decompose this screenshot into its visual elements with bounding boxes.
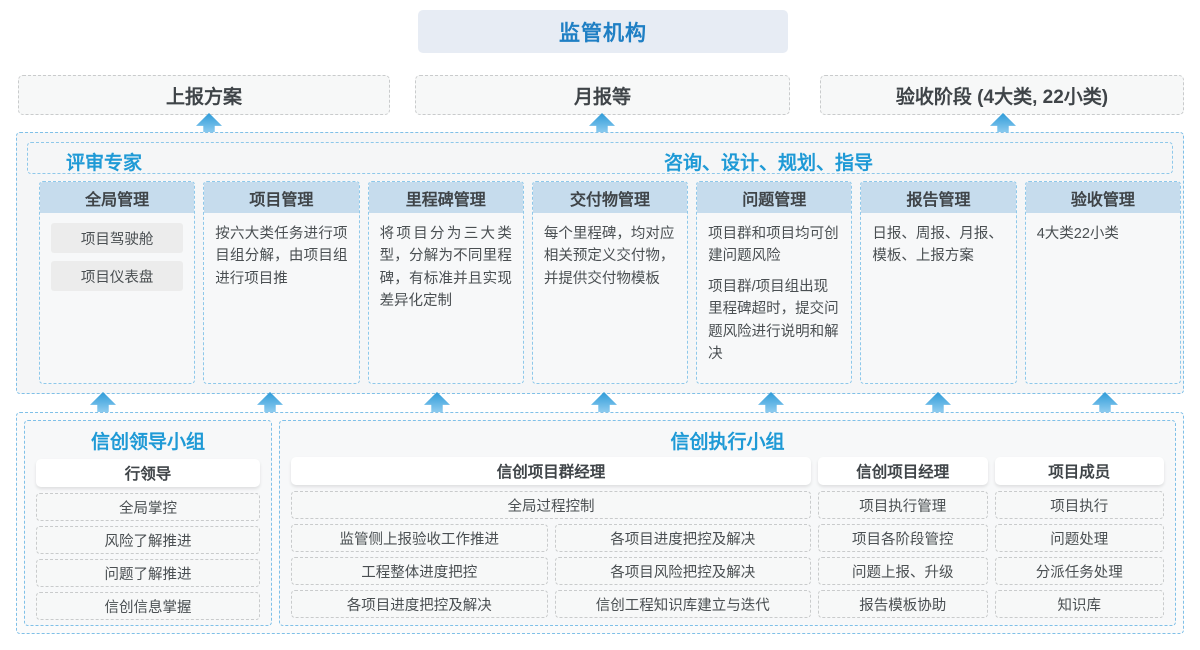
task-item[interactable]: 各项目进度把控及解决: [291, 590, 548, 618]
card-title: 问题管理: [697, 182, 852, 213]
role-program-manager[interactable]: 信创项目群经理: [291, 457, 811, 485]
card-body: 项目驾驶舱 项目仪表盘: [40, 213, 194, 383]
report-box-monthly: 月报等: [415, 75, 790, 115]
task-item[interactable]: 各项目风险把控及解决: [554, 557, 811, 585]
card-body: 4大类22小类: [1026, 213, 1180, 383]
card-title: 全局管理: [40, 182, 195, 213]
card-paragraph: 项目群/项目组出现里程碑超时，提交问题风险进行说明和解决: [708, 278, 839, 363]
card-title: 报告管理: [861, 182, 1016, 213]
bottom-panel: 信创领导小组 行领导 全局掌控 风险了解推进 问题了解推进 信创信息掌握 信创执…: [16, 412, 1184, 634]
card-paragraph: 日报、周报、月报、模板、上报方案: [872, 226, 1003, 265]
card-title: 里程碑管理: [368, 182, 523, 213]
task-item[interactable]: 信创工程知识库建立与迭代: [554, 590, 811, 618]
card-body: 每个里程碑，均对应相关预定义交付物，并提供交付物模板: [533, 213, 687, 383]
card-title: 验收管理: [1025, 182, 1180, 213]
regulator-box: 监管机构: [418, 10, 788, 53]
card-body: 项目群和项目均可创建问题风险 项目群/项目组出现里程碑超时，提交问题风险进行说明…: [697, 213, 851, 383]
task-item[interactable]: 项目执行管理: [818, 491, 988, 519]
role-project-member[interactable]: 项目成员: [994, 457, 1164, 485]
regulator-label: 监管机构: [559, 21, 647, 45]
card-paragraph: 按六大类任务进行项目组分解，由项目组进行项目推: [215, 226, 348, 287]
task-item[interactable]: 全局掌控: [36, 493, 260, 521]
card-body: 按六大类任务进行项目组分解，由项目组进行项目推: [204, 213, 358, 383]
program-manager-task-grid: 监管侧上报验收工作推进 工程整体进度把控 各项目进度把控及解决 各项目进度把控及…: [291, 524, 811, 623]
review-expert-label: 评审专家: [66, 153, 143, 174]
report-box-acceptance-label: 验收阶段 (4大类, 22小类): [895, 86, 1109, 108]
middle-panel-header: 评审专家 咨询、设计、规划、指导: [27, 142, 1173, 174]
card-milestone-management[interactable]: 里程碑管理 将项目分为三大类型，分解为不同里程碑，有标准并且实现差异化定制: [367, 181, 524, 384]
task-item[interactable]: 分派任务处理: [994, 557, 1164, 585]
card-global-management[interactable]: 全局管理 项目驾驶舱 项目仪表盘: [39, 181, 196, 384]
report-box-plan-label: 上报方案: [165, 86, 242, 108]
pm-task-column-right: 各项目进度把控及解决 各项目风险把控及解决 信创工程知识库建立与迭代: [554, 524, 811, 623]
role-project-manager[interactable]: 信创项目经理: [818, 457, 988, 485]
role-bank-leader[interactable]: 行领导: [36, 459, 260, 487]
card-paragraph: 项目群和项目均可创建问题风险: [708, 226, 839, 265]
card-body: 将项目分为三大类型，分解为不同里程碑，有标准并且实现差异化定制: [369, 213, 523, 383]
task-item[interactable]: 全局过程控制: [291, 491, 811, 519]
leader-group: 信创领导小组 行领导 全局掌控 风险了解推进 问题了解推进 信创信息掌握: [24, 420, 272, 626]
card-report-management[interactable]: 报告管理 日报、周报、月报、模板、上报方案: [860, 181, 1017, 384]
pill-item[interactable]: 项目仪表盘: [51, 261, 184, 291]
report-box-plan: 上报方案: [18, 75, 390, 115]
column-program-manager: 信创项目群经理 全局过程控制 监管侧上报验收工作推进 工程整体进度把控 各项目进…: [291, 457, 811, 623]
pill-item[interactable]: 项目驾驶舱: [51, 223, 184, 253]
card-acceptance-management[interactable]: 验收管理 4大类22小类: [1024, 181, 1181, 384]
exec-group-title: 信创执行小组: [670, 432, 785, 453]
task-item[interactable]: 问题了解推进: [36, 559, 260, 587]
exec-group: 信创执行小组 信创项目群经理 全局过程控制 监管侧上报验收工作推进 工程整体进度…: [279, 420, 1176, 626]
card-deliverable-management[interactable]: 交付物管理 每个里程碑，均对应相关预定义交付物，并提供交付物模板: [531, 181, 689, 384]
card-body: 日报、周报、月报、模板、上报方案: [861, 213, 1015, 383]
exec-group-body: 信创项目群经理 全局过程控制 监管侧上报验收工作推进 工程整体进度把控 各项目进…: [291, 457, 1164, 623]
card-title: 项目管理: [204, 182, 359, 213]
card-issue-management[interactable]: 问题管理 项目群和项目均可创建问题风险 项目群/项目组出现里程碑超时，提交问题风…: [696, 181, 853, 384]
task-item[interactable]: 项目各阶段管控: [818, 524, 988, 552]
card-paragraph: 4大类22小类: [1036, 226, 1119, 242]
task-item[interactable]: 监管侧上报验收工作推进: [291, 524, 548, 552]
report-box-monthly-label: 月报等: [573, 86, 631, 108]
middle-panel: 评审专家 咨询、设计、规划、指导 全局管理 项目驾驶舱 项目仪表盘 项目管理 按…: [16, 132, 1184, 394]
card-title: 交付物管理: [532, 182, 688, 213]
task-item[interactable]: 工程整体进度把控: [291, 557, 548, 585]
task-item[interactable]: 问题上报、升级: [818, 557, 988, 585]
consulting-label: 咨询、设计、规划、指导: [664, 153, 874, 174]
card-paragraph: 每个里程碑，均对应相关预定义交付物，并提供交付物模板: [543, 226, 675, 287]
column-project-member: 项目成员 项目执行 问题处理 分派任务处理 知识库: [994, 457, 1164, 623]
leader-group-title: 信创领导小组: [90, 432, 205, 453]
task-item[interactable]: 问题处理: [994, 524, 1164, 552]
pm-task-column-left: 监管侧上报验收工作推进 工程整体进度把控 各项目进度把控及解决: [291, 524, 548, 623]
task-item[interactable]: 信创信息掌握: [36, 592, 260, 620]
management-card-row: 全局管理 项目驾驶舱 项目仪表盘 项目管理 按六大类任务进行项目组分解，由项目组…: [39, 181, 1181, 384]
task-item[interactable]: 知识库: [994, 590, 1164, 618]
task-item[interactable]: 风险了解推进: [36, 526, 260, 554]
task-item[interactable]: 项目执行: [994, 491, 1164, 519]
leader-group-body: 行领导 全局掌控 风险了解推进 问题了解推进 信创信息掌握: [25, 459, 271, 620]
task-item[interactable]: 报告模板协助: [818, 590, 988, 618]
task-item[interactable]: 各项目进度把控及解决: [554, 524, 811, 552]
card-paragraph: 将项目分为三大类型，分解为不同里程碑，有标准并且实现差异化定制: [379, 226, 512, 310]
report-box-acceptance: 验收阶段 (4大类, 22小类): [820, 75, 1184, 115]
column-project-manager: 信创项目经理 项目执行管理 项目各阶段管控 问题上报、升级 报告模板协助: [818, 457, 988, 623]
card-project-management[interactable]: 项目管理 按六大类任务进行项目组分解，由项目组进行项目推: [203, 181, 360, 384]
